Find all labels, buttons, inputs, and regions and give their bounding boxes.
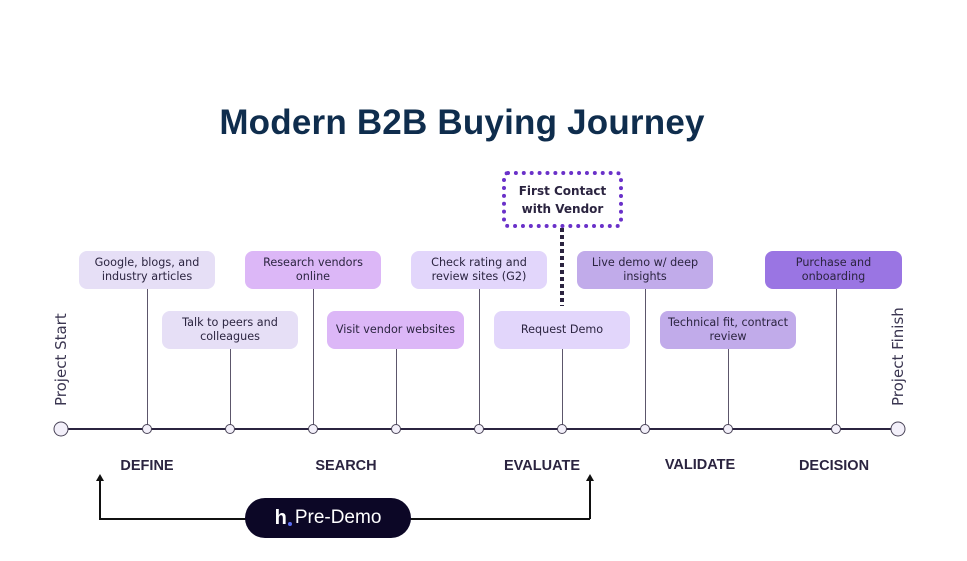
connector-google [146,289,148,428]
first-contact-callout: First Contact with Vendor [502,171,623,228]
stage-validate: VALIDATE [664,457,736,473]
timeline-node [640,424,650,434]
pre-demo-label: Pre-Demo [294,507,382,528]
activity-purchase-onboarding: Purchase and onboarding [765,251,902,289]
page-title: Modern B2B Buying Journey [219,103,705,142]
timeline-node [474,424,484,434]
activity-request-demo: Request Demo [494,311,630,349]
stage-evaluate: EVALUATE [504,458,580,474]
bracket-right-vertical [589,480,591,519]
activity-visit-websites: Visit vendor websites [327,311,464,349]
timeline-node [723,424,733,434]
connector-research [312,289,314,428]
activity-talk-to-peers: Talk to peers and colleagues [162,311,298,349]
connector-live-demo [644,289,646,428]
project-start-label: Project Start [52,313,70,406]
timeline-node [225,424,235,434]
brand-logo-icon: h [275,507,292,530]
activity-check-ratings: Check rating and review sites (G2) [411,251,547,289]
timeline-start-node [53,421,69,437]
first-contact-connector [560,228,564,306]
connector-peers [229,349,231,428]
connector-purchase [835,289,837,428]
activity-google-blogs: Google, blogs, and industry articles [79,251,215,289]
arrow-up-icon [96,474,104,481]
timeline-finish-node [890,421,906,437]
activity-research-vendors: Research vendors online [245,251,381,289]
bracket-left-vertical [99,480,101,519]
connector-technical [727,349,729,428]
activity-technical-fit: Technical fit, contract review [660,311,796,349]
stage-decision: DECISION [798,458,870,474]
activity-live-demo: Live demo w/ deep insights [577,251,713,289]
connector-ratings [478,289,480,428]
timeline-node [308,424,318,434]
arrow-up-icon [586,474,594,481]
pre-demo-badge: h Pre-Demo [245,498,411,538]
stage-search: SEARCH [315,458,377,474]
timeline-node [557,424,567,434]
connector-request-demo [561,349,563,428]
project-finish-label: Project Finish [889,307,907,406]
connector-websites [395,349,397,428]
timeline-node [142,424,152,434]
stage-define: DEFINE [120,458,174,474]
first-contact-line-2: with Vendor [521,201,604,216]
first-contact-line-1: First Contact [518,183,607,198]
timeline-node [831,424,841,434]
timeline-node [391,424,401,434]
